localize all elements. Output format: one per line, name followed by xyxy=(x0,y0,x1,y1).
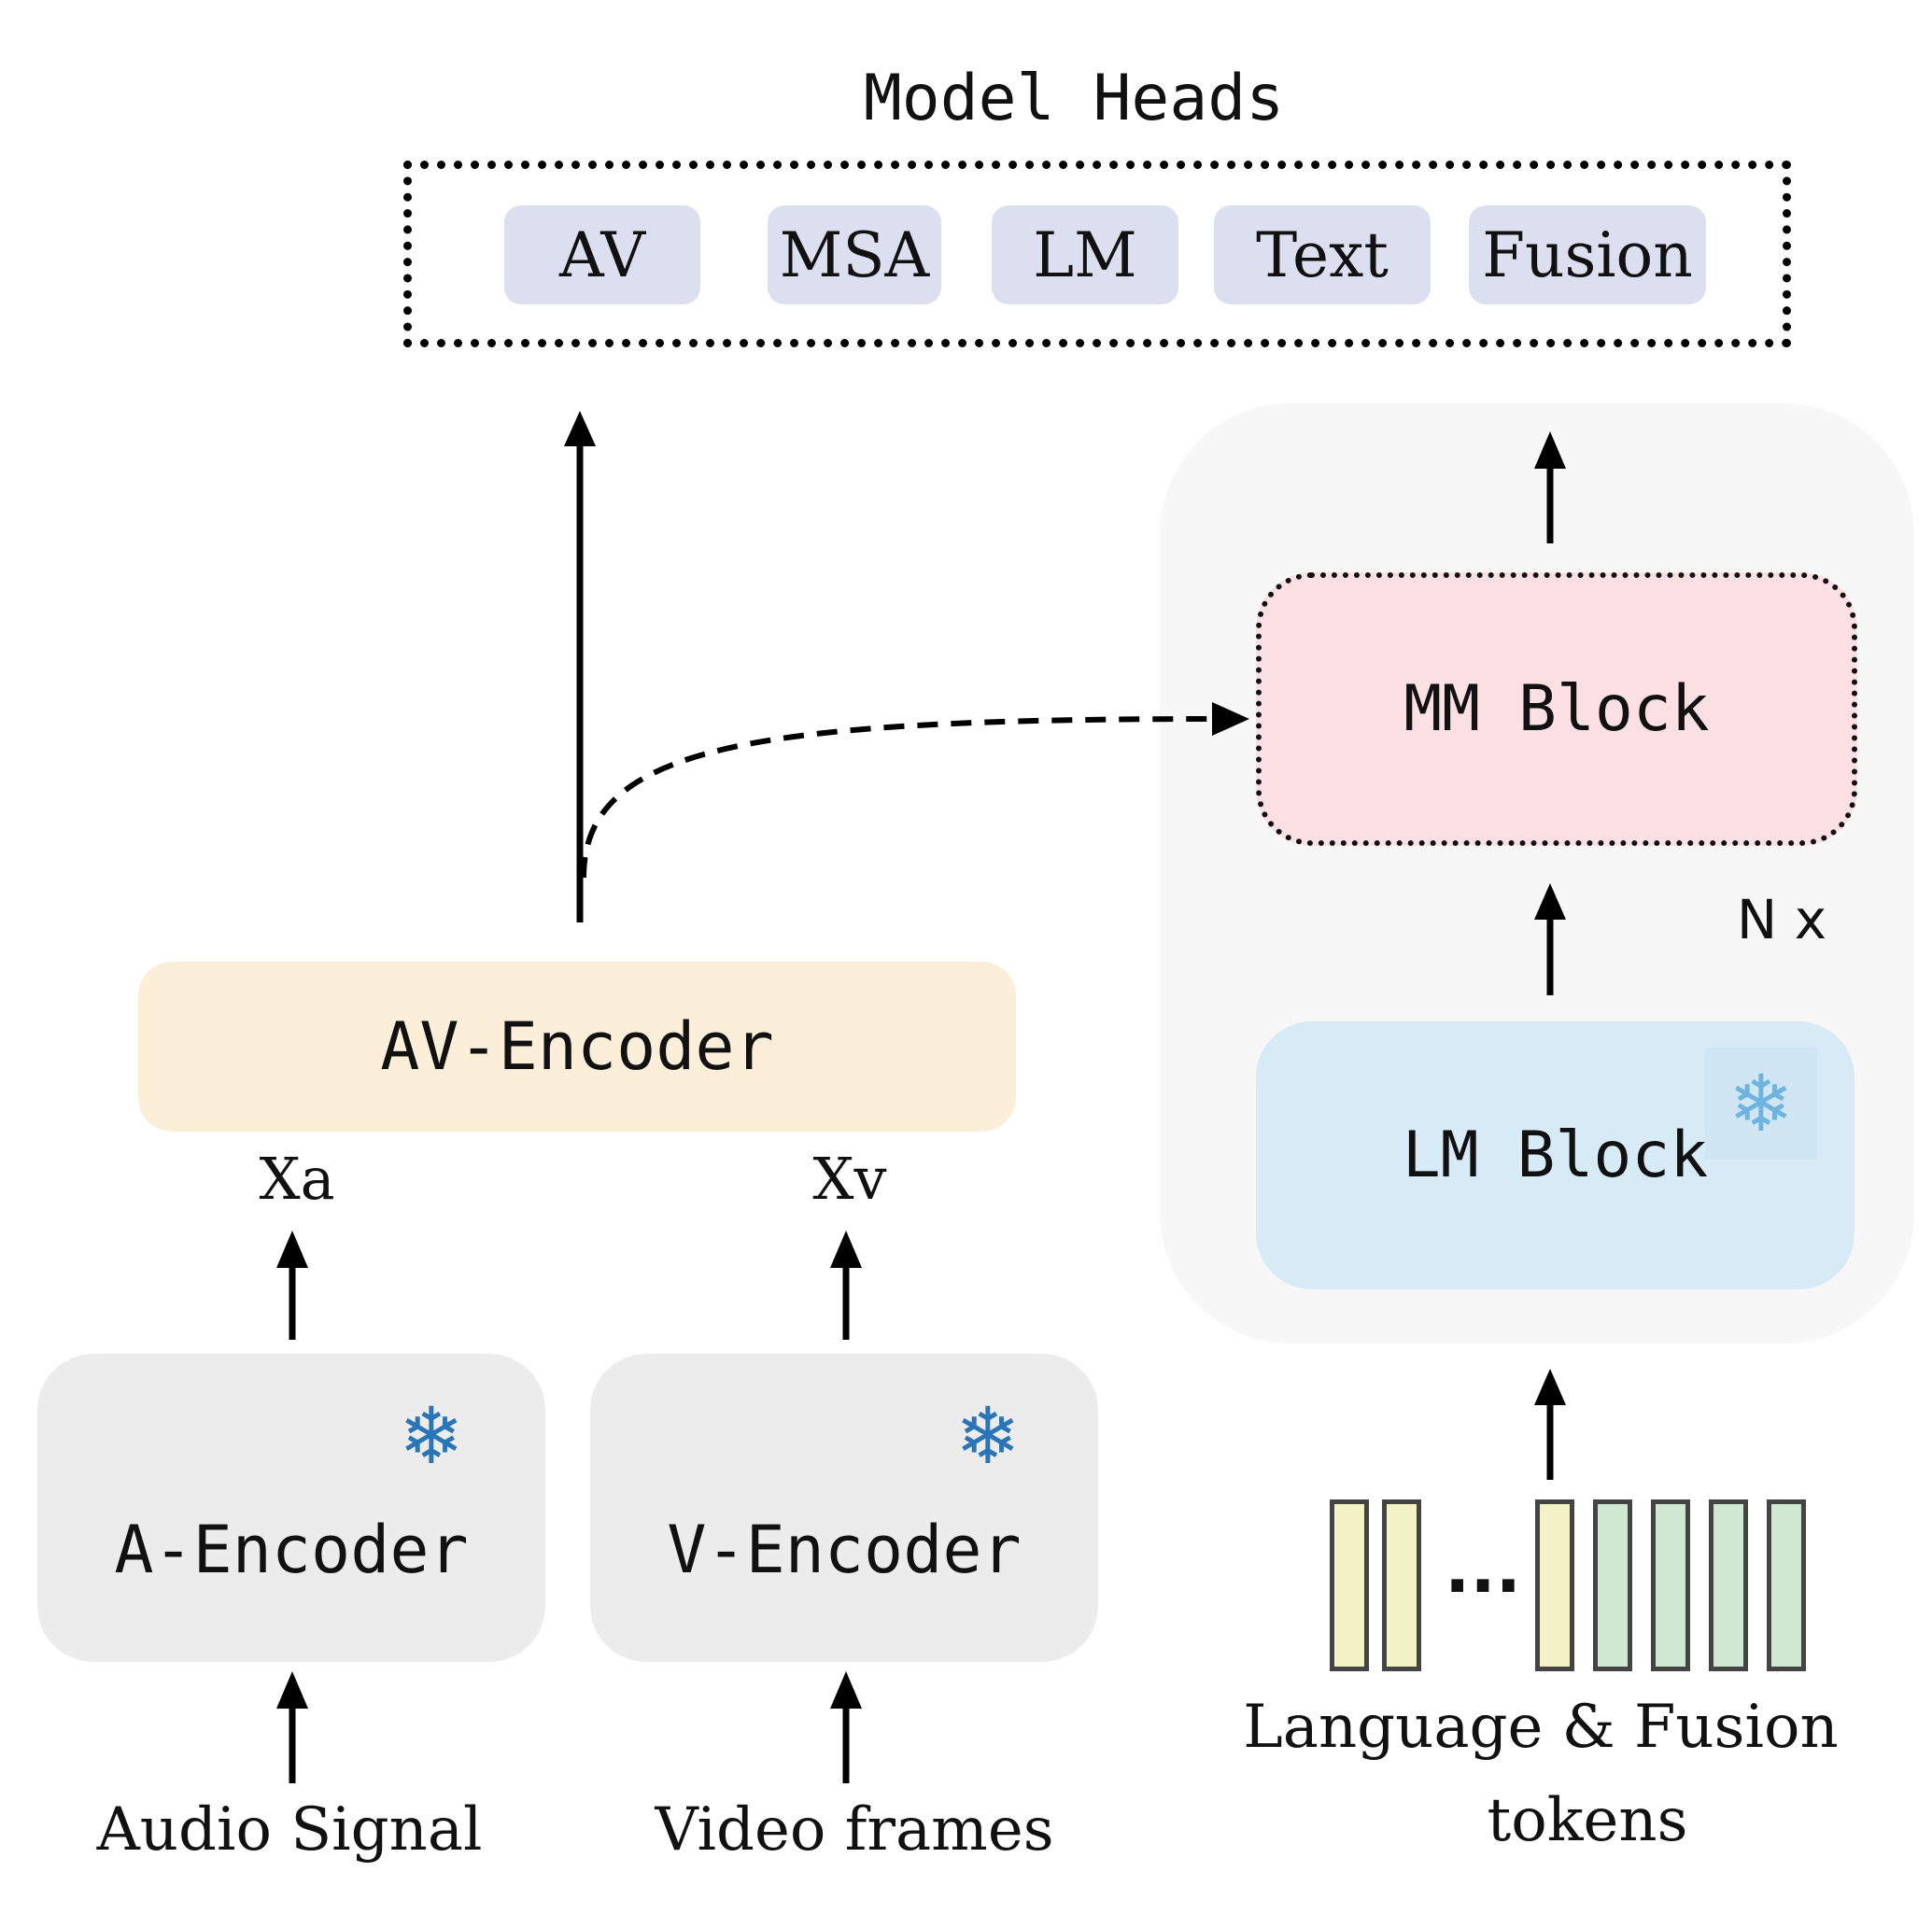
arrowhead xyxy=(276,1671,308,1709)
head-lm: LM xyxy=(992,205,1178,304)
tokens-label-line2: tokens xyxy=(1487,1786,1688,1855)
language-token xyxy=(1382,1499,1421,1671)
xa-label: Xa xyxy=(259,1145,335,1213)
head-av: AV xyxy=(504,205,700,304)
snowflake-icon: ❄ xyxy=(398,1390,465,1482)
arrowhead xyxy=(564,411,596,446)
audio-signal-label: Audio Signal xyxy=(96,1795,483,1865)
dashed-arrow-av-to-mm xyxy=(581,716,1215,879)
arrowhead xyxy=(276,1231,308,1268)
arrowhead xyxy=(1534,1369,1566,1405)
head-msa: MSA xyxy=(768,205,941,304)
language-token xyxy=(1330,1499,1369,1671)
repeat-label: N x xyxy=(1736,888,1827,951)
fusion-token xyxy=(1709,1499,1748,1671)
tokens-label-line1: Language & Fusion xyxy=(1243,1693,1839,1762)
mm-block: MM Block xyxy=(1256,572,1857,846)
a-encoder-label: A-Encoder xyxy=(114,1512,469,1588)
model-heads-title: Model Heads xyxy=(863,61,1285,135)
head-text: Text xyxy=(1214,205,1431,304)
model-heads-container xyxy=(403,161,1791,347)
v-encoder: V-Encoder xyxy=(590,1354,1098,1662)
a-encoder: A-Encoder xyxy=(37,1354,545,1662)
av-encoder: AV-Encoder xyxy=(138,962,1016,1132)
snowflake-icon: ❄ xyxy=(954,1390,1022,1482)
arrowhead xyxy=(1534,431,1566,469)
v-encoder-label: V-Encoder xyxy=(667,1512,1022,1588)
fusion-token xyxy=(1593,1499,1632,1671)
head-fusion: Fusion xyxy=(1469,205,1706,304)
token-ellipsis: ... xyxy=(1444,1529,1522,1608)
xv-label: Xv xyxy=(812,1145,887,1213)
arrowhead xyxy=(830,1231,862,1268)
arrowhead xyxy=(1212,702,1249,736)
snowflake-icon: ❄ xyxy=(1705,1048,1817,1160)
arrowhead xyxy=(830,1671,862,1709)
language-token xyxy=(1535,1499,1574,1671)
video-frames-label: Video frames xyxy=(655,1795,1054,1865)
arrowhead xyxy=(1534,883,1566,920)
fusion-token xyxy=(1651,1499,1690,1671)
fusion-token xyxy=(1767,1499,1806,1671)
